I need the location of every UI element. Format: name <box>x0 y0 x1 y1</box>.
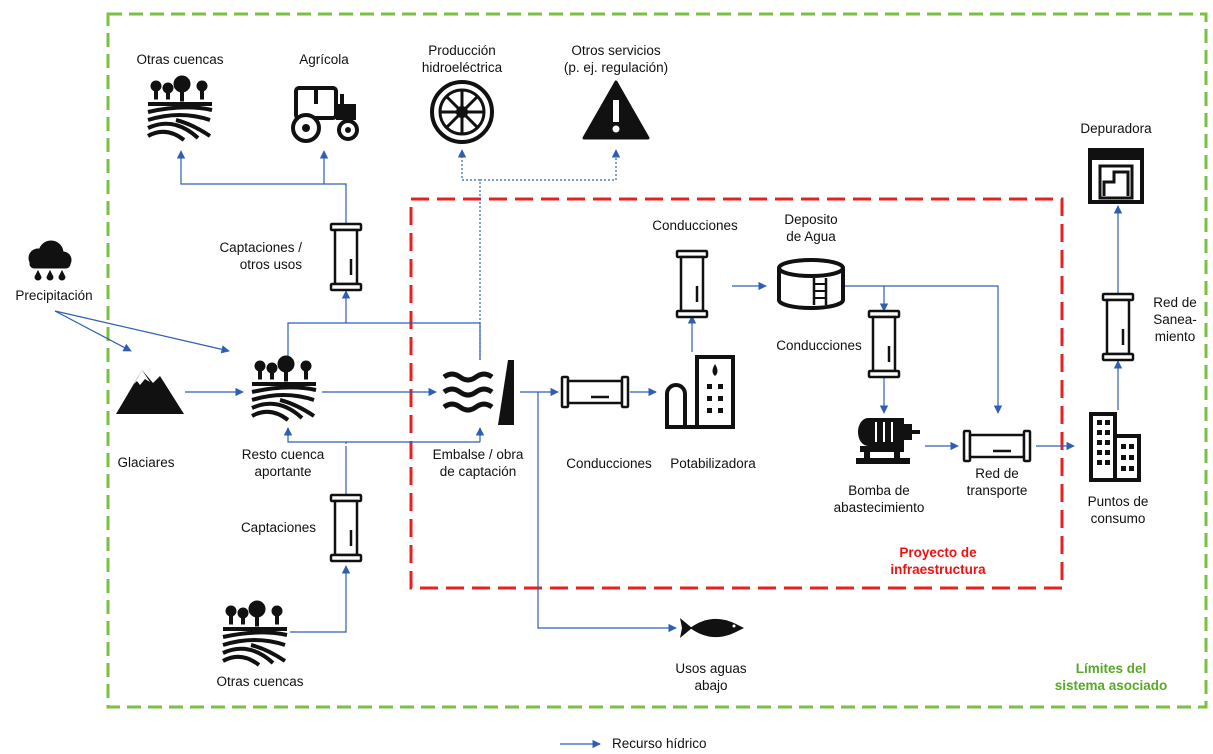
water-plant-icon <box>665 355 735 429</box>
label-potabilizadora: Potabilizadora <box>670 456 756 471</box>
warning-icon <box>582 80 650 140</box>
system-boundary <box>106 12 1208 709</box>
label-depuradora: Depuradora <box>1080 121 1152 136</box>
pipe-icon <box>675 249 709 319</box>
rain-cloud-icon <box>28 240 72 281</box>
buildings-icon <box>1089 412 1141 482</box>
label-conducciones-top: Conducciones <box>652 218 738 233</box>
treatment-plant-icon <box>1088 148 1144 204</box>
flow-arrows <box>54 149 1123 749</box>
label-otros-servicios: Otros servicios(p. ej. regulación) <box>563 43 669 75</box>
pipe-icon <box>560 375 630 409</box>
label-agricola: Agrícola <box>299 52 349 67</box>
pipe-icon <box>1101 292 1135 362</box>
mountain-icon <box>116 370 184 414</box>
pipe-icon <box>962 429 1032 463</box>
field-icon <box>250 354 318 422</box>
water-tank-icon <box>777 258 845 310</box>
label-otras-cuencas-bottom: Otras cuencas <box>216 674 304 689</box>
legend-recurso-hidrico: Recurso hídrico <box>612 736 707 751</box>
pipe-icon <box>329 493 363 563</box>
label-captaciones-otros-usos: Captaciones /otros usos <box>219 240 302 272</box>
label-conducciones-mid: Conducciones <box>776 338 862 353</box>
turbine-icon <box>430 80 494 144</box>
label-conducciones-low: Conducciones <box>566 456 652 471</box>
pipe-icon <box>329 222 363 292</box>
tractor-icon <box>291 86 359 143</box>
label-otras-cuencas-top: Otras cuencas <box>136 52 224 67</box>
label-glaciares: Glaciares <box>117 455 175 470</box>
dam-icon <box>442 360 514 425</box>
label-captaciones: Captaciones <box>240 520 316 535</box>
field-icon <box>146 74 214 142</box>
label-precipitacion: Precipitación <box>15 288 93 303</box>
field-icon <box>221 599 289 667</box>
project-boundary <box>409 197 1064 590</box>
fish-icon <box>680 618 744 638</box>
pump-icon <box>856 418 920 464</box>
